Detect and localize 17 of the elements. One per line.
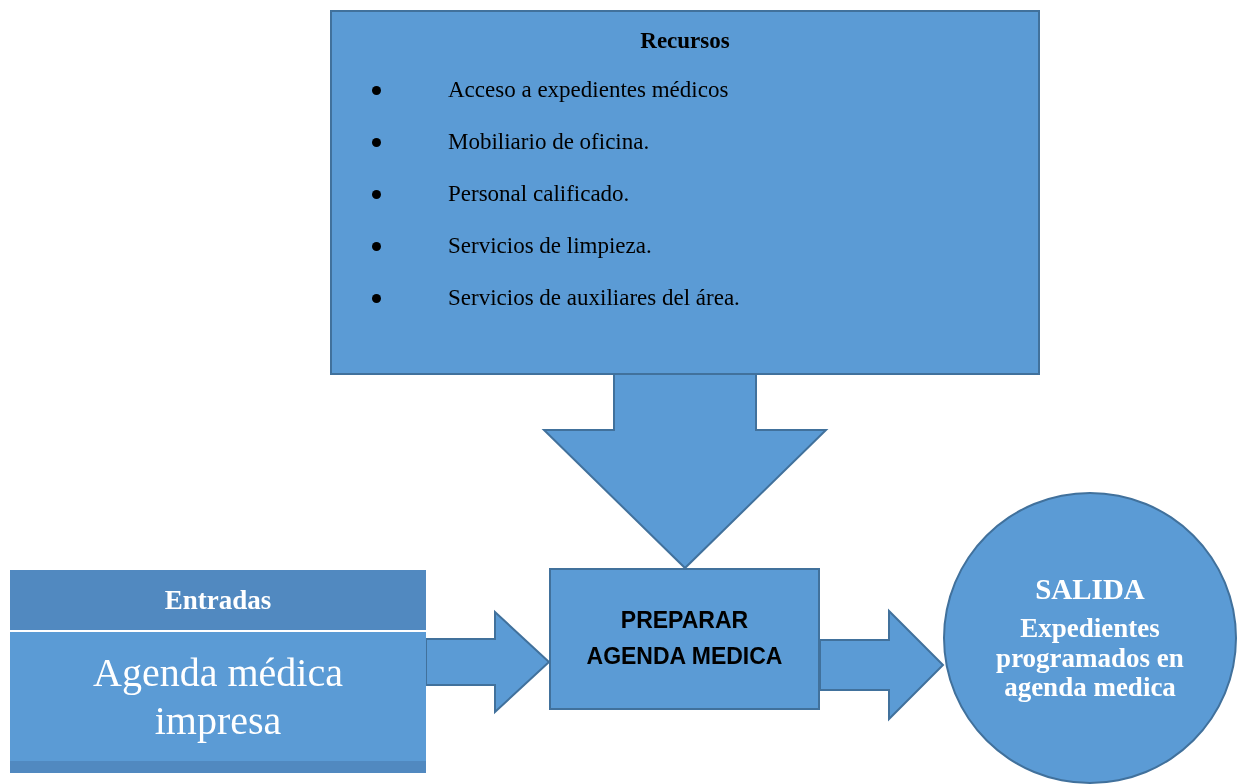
list-item: Servicios de limpieza. — [448, 233, 652, 259]
circle-heading: SALIDA — [1035, 572, 1145, 606]
block-arrow — [541, 372, 829, 570]
circle-text: Expedientes programados en agenda medica — [995, 613, 1185, 704]
list-item: Servicios de auxiliares del área. — [448, 285, 740, 311]
resources-box — [330, 10, 1040, 375]
box-heading: Recursos — [640, 28, 730, 54]
input-box — [10, 570, 426, 773]
process-box — [549, 568, 820, 710]
list-item: Personal calificado. — [448, 181, 630, 207]
body-text: Agenda médica impresa — [92, 648, 344, 745]
list-item: Acceso a expedientes médicos — [448, 77, 729, 103]
block-arrow — [425, 609, 551, 715]
block-arrow — [819, 608, 945, 722]
list-item: Mobiliario de oficina. — [448, 129, 650, 155]
header-text: Entradas — [164, 584, 272, 616]
process-label: PREPARAR AGENDA MEDICA — [585, 606, 784, 671]
